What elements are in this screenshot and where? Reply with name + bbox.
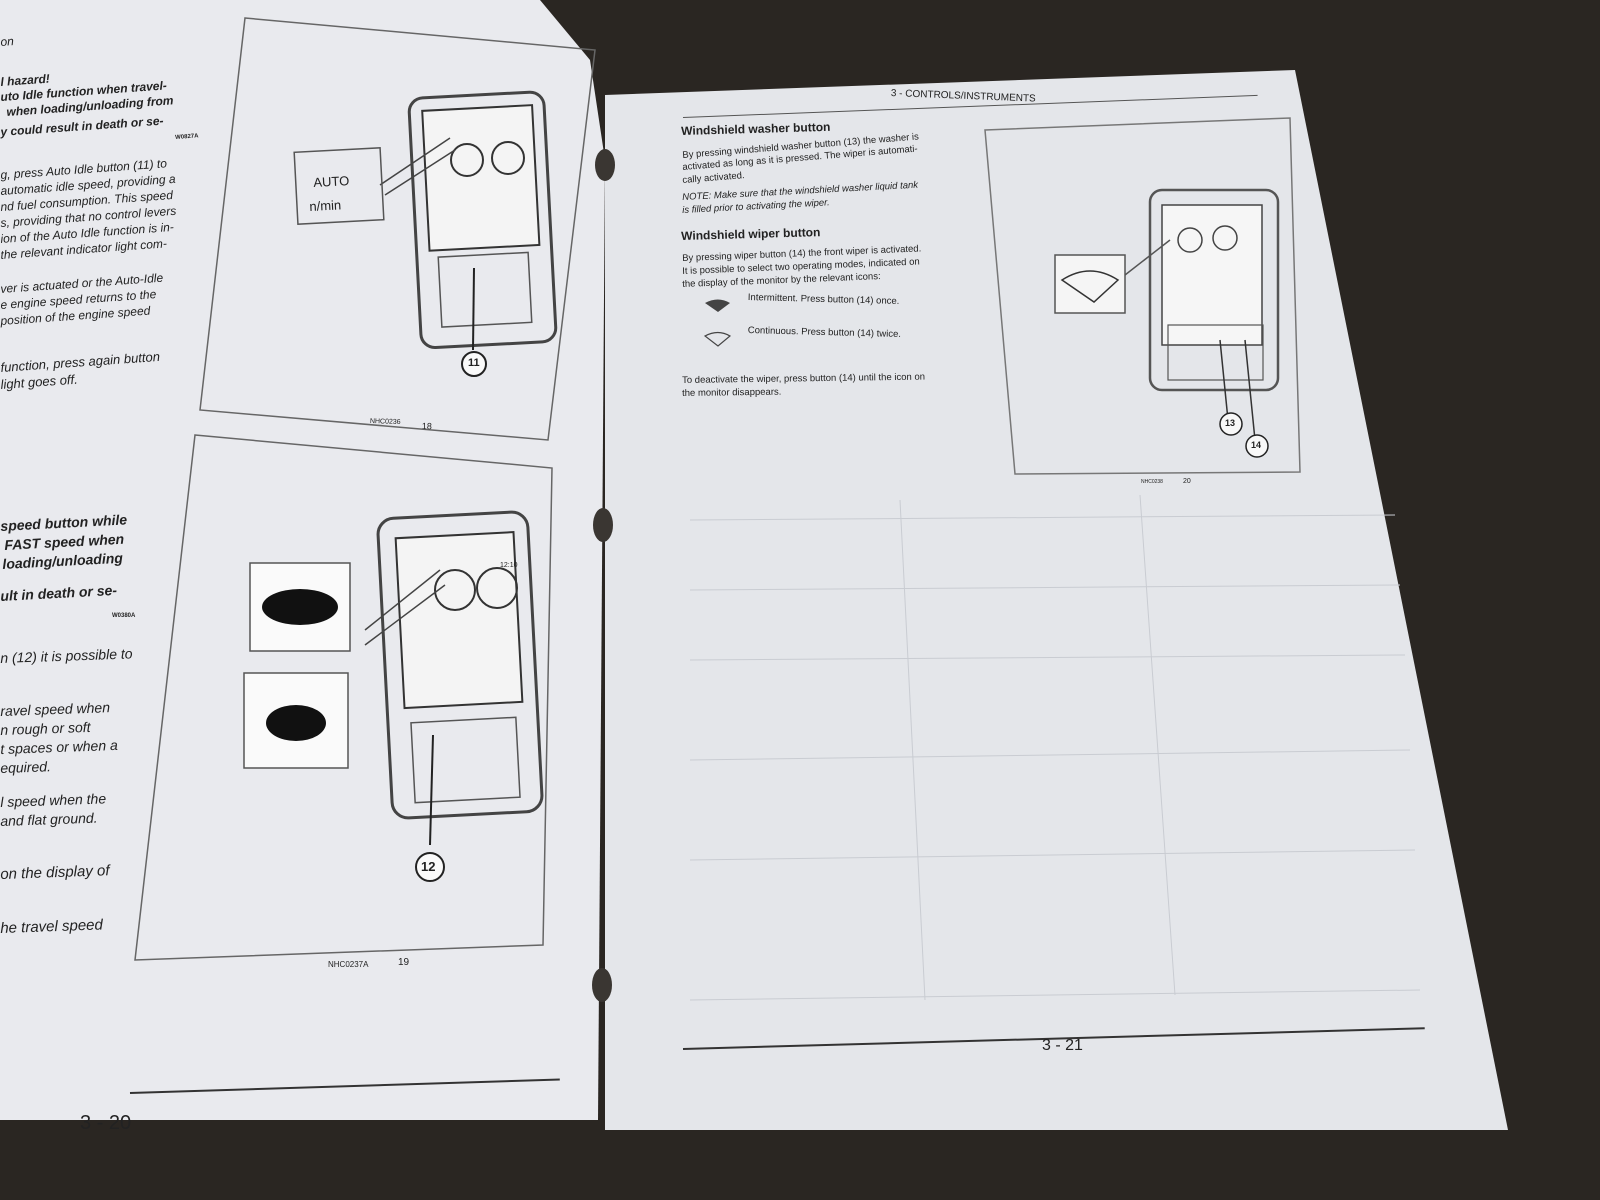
fig18-code: NHC0236	[369, 418, 401, 427]
fig19-code: NHC0237A	[328, 960, 369, 969]
fig18-frame	[199, 17, 596, 441]
rabbit-icon	[266, 705, 326, 741]
turtle-icon	[262, 589, 338, 625]
leader-line	[1124, 239, 1171, 276]
page-number-left: 3 - 20	[80, 1112, 132, 1134]
callout-14-label: 14	[1251, 440, 1262, 450]
text-line: he travel speed	[0, 916, 104, 937]
callout-11	[461, 351, 487, 377]
callout-13-label: 13	[1225, 418, 1236, 428]
callout-11-label: 11	[468, 357, 480, 369]
bleed-through-table	[689, 494, 1421, 1001]
auto-idle-icon	[293, 147, 385, 225]
fig20-frame	[984, 117, 1301, 475]
fig19-frame	[134, 434, 553, 961]
wiper-icon	[1060, 270, 1120, 303]
fig20-code: NHC0238	[1141, 479, 1163, 485]
text-line: on	[0, 34, 15, 49]
callout-12	[415, 852, 445, 882]
text-line: and flat ground.	[0, 809, 98, 829]
binder-hole	[592, 968, 612, 1002]
monitor-clock: 12:10	[500, 562, 518, 569]
text-line: n rough or soft	[0, 718, 91, 738]
fig19-number: 19	[398, 957, 410, 968]
rpm-icon-label: n/min	[309, 197, 342, 214]
callout-13	[1219, 412, 1243, 436]
fig18-number: 18	[421, 421, 433, 432]
text-line: equired.	[0, 758, 52, 776]
callout-14	[1245, 434, 1269, 458]
monitor-fig19	[364, 510, 544, 846]
monitor-fig18	[379, 90, 558, 351]
text-line: the monitor disappears.	[682, 386, 782, 399]
auto-icon-label: AUTO	[313, 173, 350, 190]
binder-hole	[595, 149, 615, 181]
monitor-fig20	[1148, 188, 1280, 441]
warning-code: W0380A	[112, 613, 136, 619]
callout-12-label: 12	[421, 859, 436, 874]
page-number-right: 3 - 21	[1042, 1037, 1083, 1054]
fig20-number: 20	[1183, 478, 1191, 485]
intermittent-wiper-icon	[705, 299, 730, 312]
binder-hole	[593, 508, 613, 542]
continuous-wiper-icon	[703, 331, 732, 347]
